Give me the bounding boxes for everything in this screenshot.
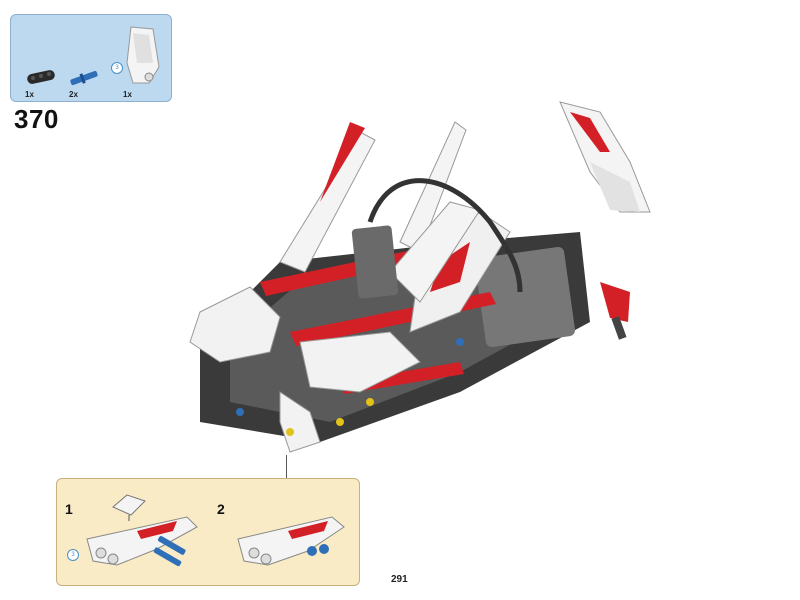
- page-number: 291: [391, 574, 408, 585]
- robot-model-illustration: [189, 101, 651, 453]
- part-qty: 2x: [69, 90, 78, 99]
- callout-leader-line: [286, 455, 287, 479]
- sticker-sheet-icon: [112, 494, 146, 521]
- substep-callout-badge: 3: [67, 549, 79, 561]
- submodel-callout-box: 1 2 3: [56, 478, 360, 586]
- substep-2-assembly-illustration: [237, 516, 345, 566]
- substep-2-number: 2: [217, 501, 225, 517]
- parts-list-box: 1x 2x 3 1x: [10, 14, 172, 102]
- part-qty: 1x: [25, 90, 34, 99]
- substep-1-number: 1: [65, 501, 73, 517]
- part-qty: 1x: [123, 90, 132, 99]
- white-panel-part-icon: [126, 26, 160, 84]
- substep-1-assembly-illustration: [86, 516, 198, 567]
- black-beam-part-icon: [27, 70, 55, 84]
- step-number: 370: [14, 104, 59, 134]
- blue-axle-pin-part-icon: [70, 70, 98, 86]
- part-callout-badge: 3: [111, 62, 123, 74]
